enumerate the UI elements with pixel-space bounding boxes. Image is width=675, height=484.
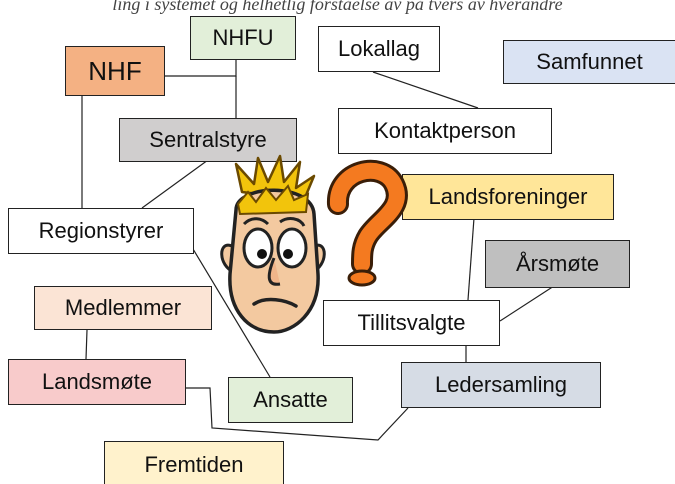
node-regionstyrer: Regionstyrer	[8, 208, 194, 254]
caption: ling i systemet og helhetlig forståelse …	[112, 0, 563, 14]
node-lokallag: Lokallag	[318, 26, 440, 72]
confused-face-illustration	[220, 154, 408, 334]
node-landsforeninger: Landsforeninger	[402, 174, 614, 220]
node-landsmote: Landsmøte	[8, 359, 186, 405]
node-medlemmer: Medlemmer	[34, 286, 212, 330]
node-fremtiden: Fremtiden	[104, 441, 284, 484]
node-samfunnet: Samfunnet	[503, 40, 675, 84]
node-nhf: NHF	[65, 46, 165, 96]
line-sentralstyre-regionstyrer	[141, 159, 209, 209]
line-landsmote-ledersamling	[186, 387, 409, 441]
node-kontaktperson: Kontaktperson	[338, 108, 552, 154]
line-medlemmer-landsmote	[85, 329, 88, 360]
node-ledersamling: Ledersamling	[401, 362, 601, 408]
question-mark-icon	[327, 159, 408, 287]
line-nhf-nhfu	[165, 60, 237, 77]
line-regionstyrer-ansatte	[183, 233, 271, 378]
line-lokallag-kontaktperson	[372, 71, 479, 109]
node-arsmote: Årsmøte	[485, 240, 630, 288]
node-ansatte: Ansatte	[228, 377, 353, 423]
line-landsforeninger-tillitsvalgte	[467, 217, 475, 301]
cartoon-face-icon	[220, 154, 326, 334]
node-sentralstyre: Sentralstyre	[119, 118, 297, 162]
node-tillitsvalgte: Tillitsvalgte	[323, 300, 500, 346]
line-arsmote-tillitsvalgte	[499, 285, 555, 322]
node-nhfu: NHFU	[190, 16, 296, 60]
